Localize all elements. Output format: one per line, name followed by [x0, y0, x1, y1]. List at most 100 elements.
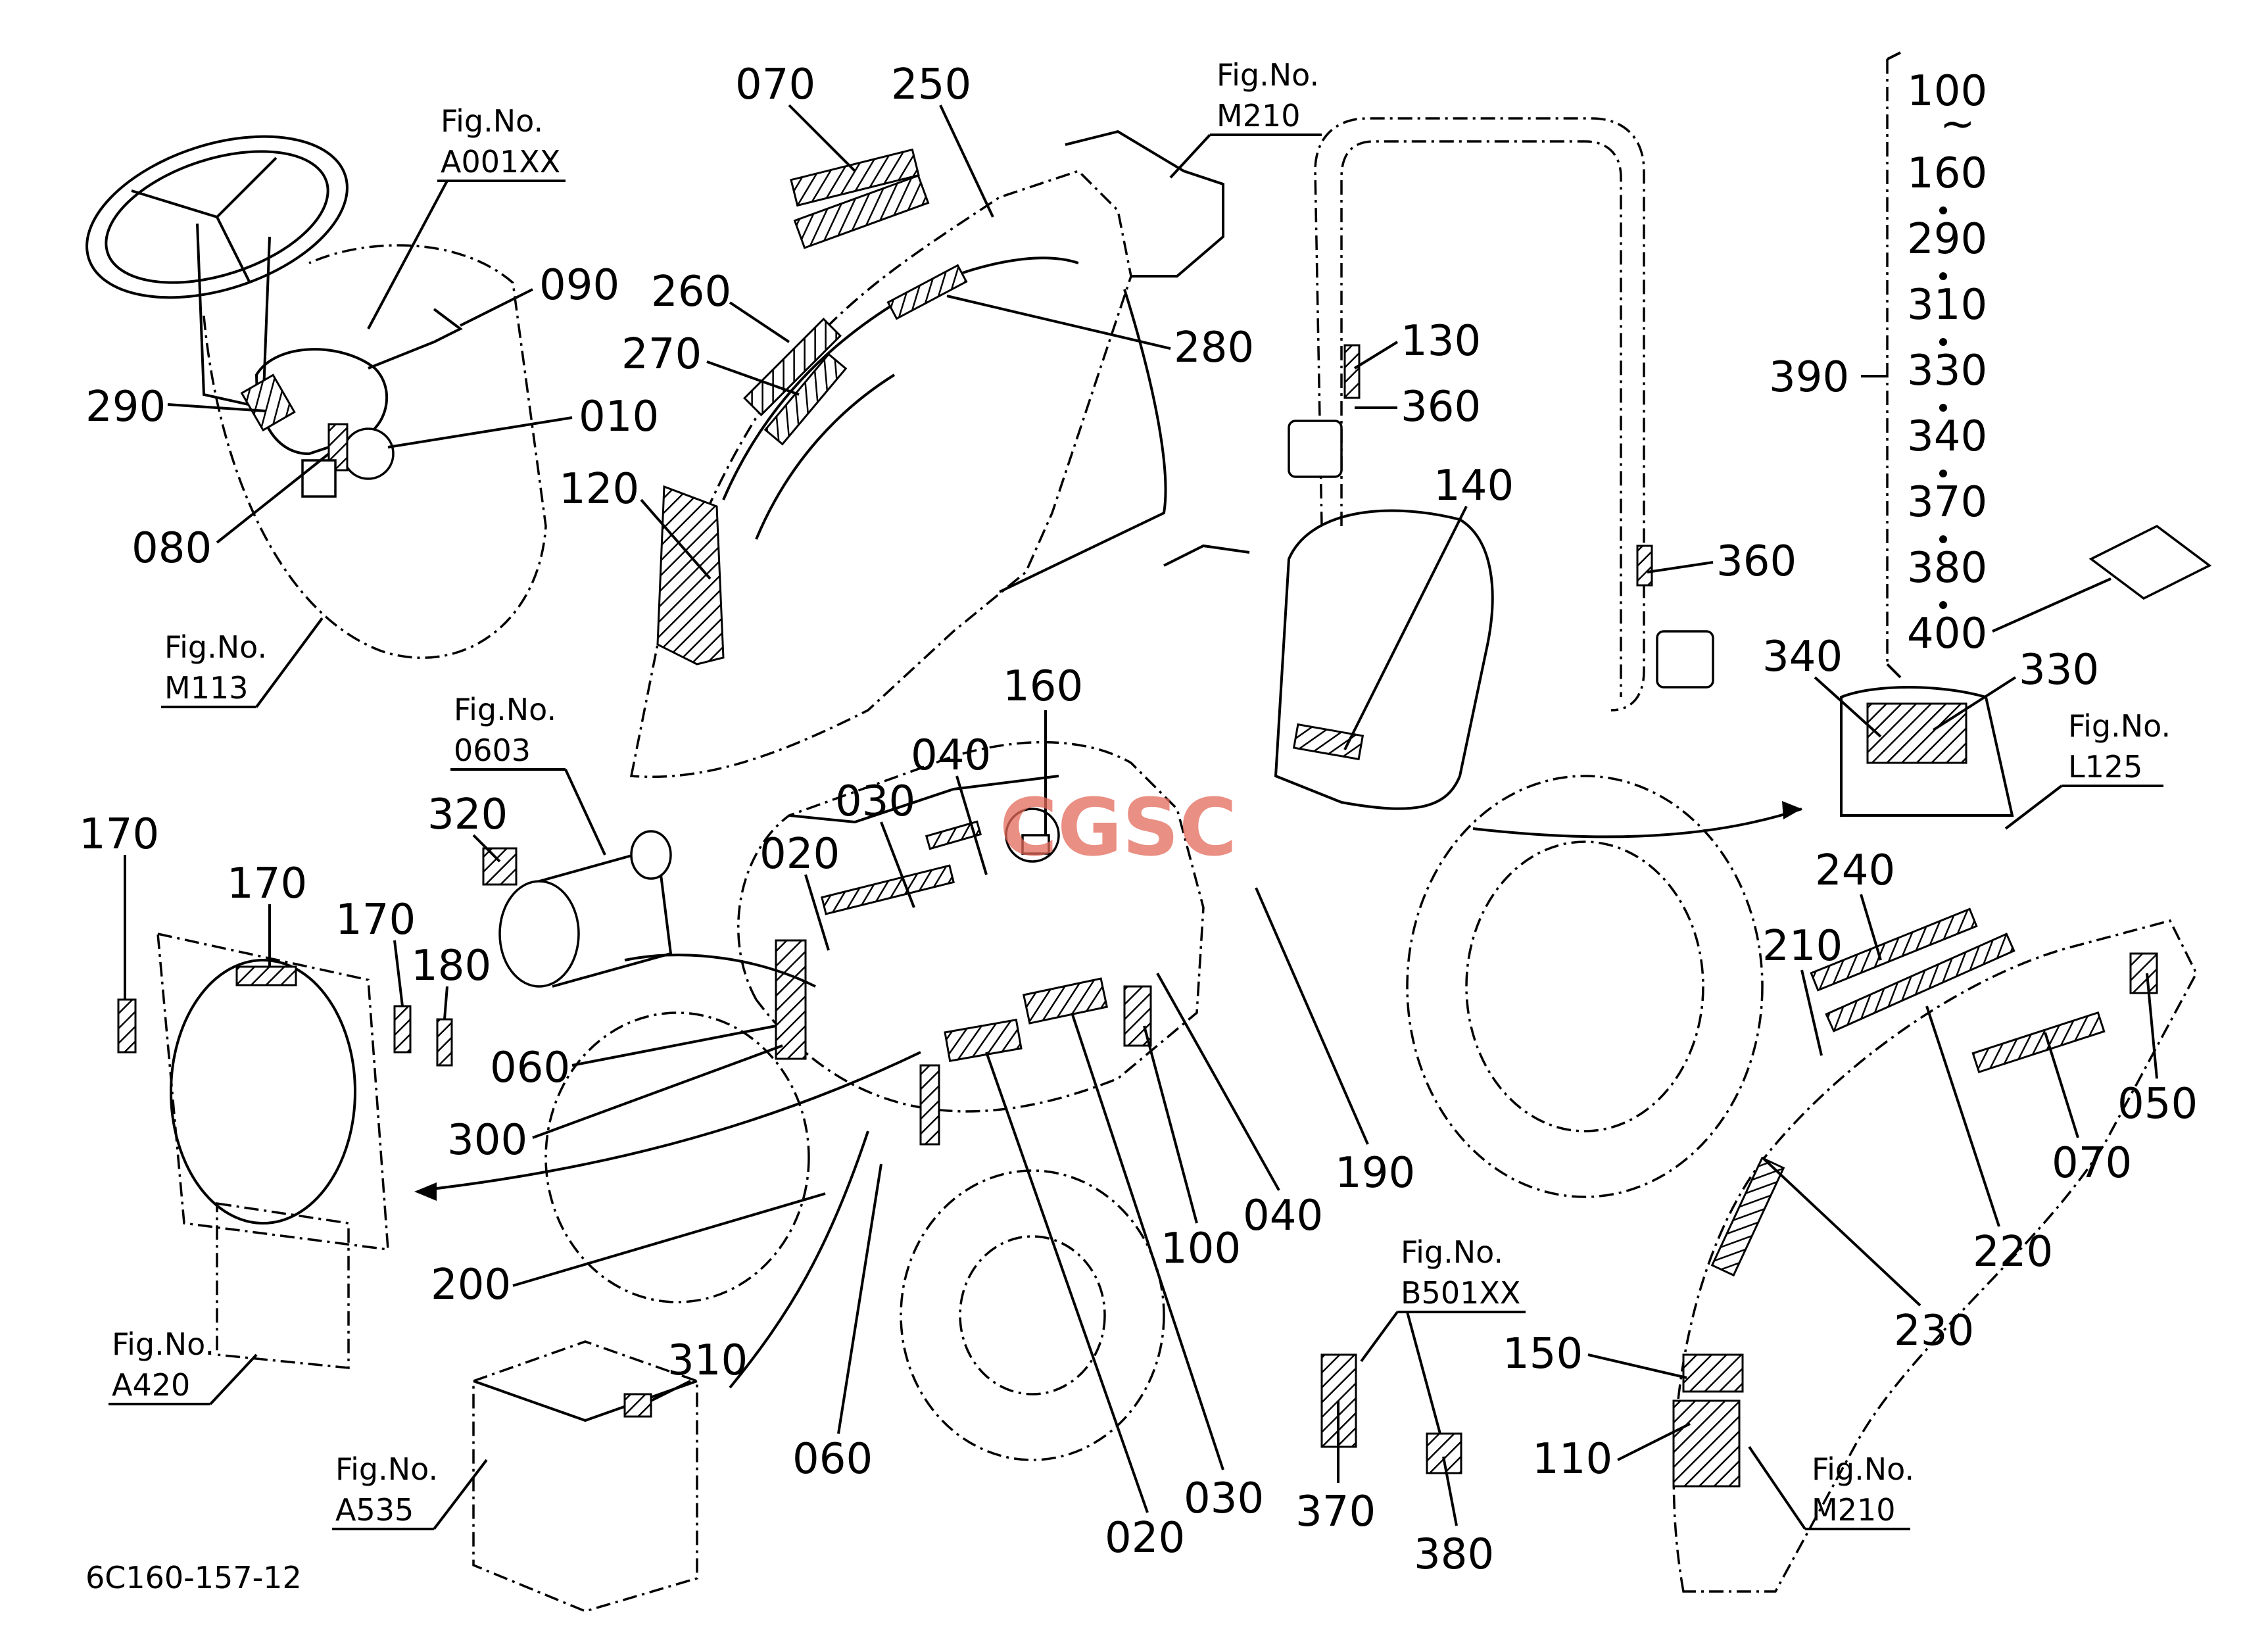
callout-110[interactable]: 110 — [1532, 1422, 1691, 1484]
callout-170-a[interactable]: 170 — [79, 810, 159, 1000]
callout-360-upper[interactable]: 360 — [1355, 383, 1481, 431]
document-code: 6C160-157-12 — [85, 1560, 302, 1595]
callout-130[interactable]: 130 — [1353, 317, 1481, 370]
fig-ref-0603[interactable]: Fig.No. 0603 — [450, 692, 606, 856]
callout-230[interactable]: 230 — [1761, 1156, 1974, 1355]
callout-380[interactable]: 380 — [1414, 1456, 1494, 1579]
callout-100[interactable]: 100 — [1143, 1025, 1241, 1273]
callout-280[interactable]: 280 — [946, 295, 1254, 372]
fig-ref-a001xx[interactable]: Fig.No. A001XX — [367, 103, 566, 329]
callout-300[interactable]: 300 — [447, 1044, 783, 1165]
callout-060-lower[interactable]: 060 — [792, 1163, 882, 1484]
callout-320[interactable]: 320 — [427, 790, 508, 863]
fig-refs: Fig.No. A001XX Fig.No. M210 Fig.No. M113… — [109, 57, 2171, 1530]
callout-210[interactable]: 210 — [1762, 922, 1843, 1056]
callout-390[interactable]: 390 — [1769, 353, 1849, 402]
callout-140[interactable]: 140 — [1343, 462, 1514, 750]
fig-ref-code: A001XX — [441, 144, 560, 180]
part-380 — [1426, 1432, 1462, 1474]
callouts: 070 250 090 260 270 280 130 360 290 010 … — [79, 61, 2198, 1579]
callout-220[interactable]: 220 — [1925, 1006, 2053, 1276]
fig-ref-code: L125 — [2068, 749, 2142, 785]
callout-250[interactable]: 250 — [891, 61, 994, 218]
callout-170-b[interactable]: 170 — [227, 860, 307, 967]
callout-label: 230 — [1894, 1307, 1974, 1355]
callout-270[interactable]: 270 — [621, 330, 800, 396]
callout-310[interactable]: 310 — [650, 1336, 748, 1402]
callout-120[interactable]: 120 — [559, 465, 712, 580]
callout-170-c[interactable]: 170 — [335, 896, 416, 1007]
callout-010[interactable]: 010 — [387, 393, 659, 449]
callout-020-top[interactable]: 020 — [760, 830, 840, 951]
callout-label: 160 — [1003, 662, 1083, 711]
callout-080[interactable]: 080 — [132, 452, 330, 573]
callout-180[interactable]: 180 — [411, 942, 491, 1020]
callout-030-top[interactable]: 030 — [835, 777, 915, 908]
set-item: 310 — [1907, 281, 1987, 329]
fig-ref-code: M210 — [1812, 1492, 1896, 1528]
fig-ref-a420[interactable]: Fig.No. A420 — [109, 1326, 258, 1405]
wheels-drawing — [544, 775, 1764, 1461]
fig-ref-label: Fig.No. — [335, 1451, 438, 1487]
fig-ref-label: Fig.No. — [164, 629, 267, 665]
callout-260[interactable]: 260 — [651, 268, 790, 343]
callout-020-bottom[interactable]: 020 — [985, 1052, 1185, 1563]
callout-label: 020 — [1105, 1514, 1185, 1563]
fig-ref-label: Fig.No. — [2068, 708, 2171, 744]
callout-150[interactable]: 150 — [1503, 1330, 1687, 1379]
callout-190[interactable]: 190 — [1255, 887, 1415, 1198]
fig-ref-a535[interactable]: Fig.No. A535 — [332, 1451, 488, 1530]
air-cleaner-drawing — [482, 830, 673, 988]
fig-ref-m210-top[interactable]: Fig.No. M210 — [1169, 57, 1322, 179]
fig-ref-label: Fig.No. — [454, 692, 556, 727]
callout-160[interactable]: 160 — [1003, 662, 1083, 835]
fig-ref-code: 0603 — [454, 733, 531, 768]
decal-sheet — [2088, 524, 2212, 600]
set-list: 100 ~ 160 290 310 330 340 370 380 400 — [1861, 51, 2111, 679]
fig-ref-m113[interactable]: Fig.No. M113 — [161, 617, 324, 708]
callout-370[interactable]: 370 — [1295, 1401, 1376, 1536]
callout-360-lower[interactable]: 360 — [1647, 537, 1797, 586]
arrow-to-shroud — [420, 1051, 921, 1192]
callout-340[interactable]: 340 — [1762, 633, 1882, 738]
callout-label: 060 — [490, 1044, 570, 1092]
callout-label: 040 — [1243, 1192, 1323, 1240]
arrow-head-icon — [414, 1182, 437, 1201]
callout-label: 310 — [667, 1336, 748, 1385]
callout-030-bottom[interactable]: 030 — [1071, 1012, 1264, 1523]
callout-label: 210 — [1762, 922, 1843, 971]
fig-ref-l125[interactable]: Fig.No. L125 — [2004, 708, 2171, 830]
callout-label: 250 — [891, 61, 971, 109]
callout-040-top[interactable]: 040 — [911, 731, 991, 875]
callout-040-bottom[interactable]: 040 — [1156, 973, 1323, 1240]
callout-label: 070 — [2052, 1139, 2132, 1188]
set-item: 330 — [1907, 347, 1987, 395]
callout-060-upper[interactable]: 060 — [490, 1025, 777, 1092]
callout-label: 080 — [132, 524, 212, 573]
callout-070-top[interactable]: 070 — [735, 61, 856, 172]
callout-label: 150 — [1503, 1330, 1583, 1378]
callout-330[interactable]: 330 — [1932, 646, 2099, 731]
fig-ref-b501xx[interactable]: Fig.No. B501XX — [1360, 1234, 1526, 1434]
fig-ref-label: Fig.No. — [1812, 1451, 1914, 1487]
callout-label: 340 — [1762, 633, 1843, 681]
callout-090[interactable]: 090 — [460, 261, 619, 327]
callout-label: 070 — [735, 61, 815, 109]
callout-label: 360 — [1716, 537, 1797, 586]
callout-070-right[interactable]: 070 — [2044, 1032, 2132, 1188]
hood-drawing — [736, 740, 1205, 1146]
callout-290[interactable]: 290 — [85, 383, 267, 431]
callout-240[interactable]: 240 — [1815, 846, 1895, 961]
callout-200[interactable]: 200 — [431, 1192, 826, 1309]
fig-ref-code: A420 — [112, 1367, 190, 1403]
battery-drawing — [472, 1340, 698, 1613]
fig-ref-code: M210 — [1217, 98, 1301, 133]
callout-050[interactable]: 050 — [2117, 973, 2198, 1128]
callout-label: 130 — [1401, 317, 1481, 366]
set-item: 370 — [1907, 478, 1987, 527]
fig-ref-code: M113 — [164, 670, 249, 706]
fig-ref-label: Fig.No. — [441, 103, 543, 139]
callout-label: 090 — [539, 261, 619, 310]
callout-label: 190 — [1335, 1149, 1415, 1198]
fig-ref-m210-bottom[interactable]: Fig.No. M210 — [1748, 1445, 1914, 1530]
